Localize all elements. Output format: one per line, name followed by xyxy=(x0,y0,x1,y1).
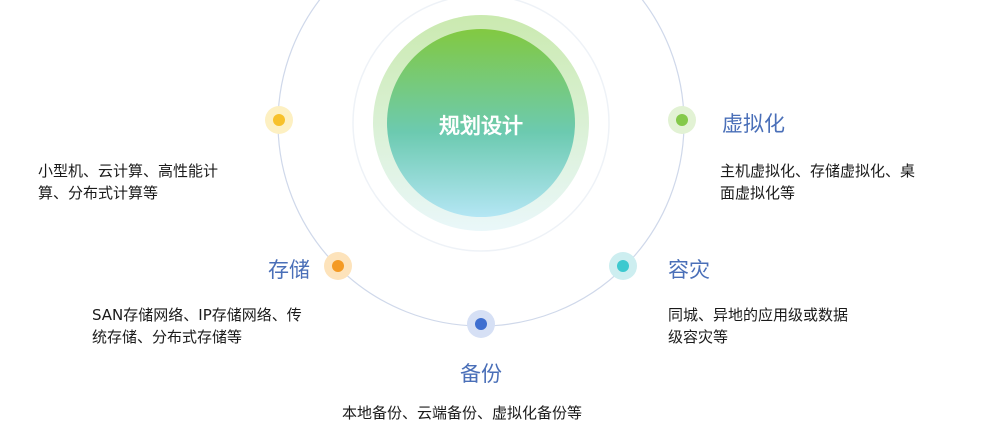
desc-line: 算、分布式计算等 xyxy=(38,184,159,202)
desc-line: 面虚拟化等 xyxy=(720,184,796,202)
node-desc-backup: 本地备份、云端备份、虚拟化备份等 xyxy=(342,402,642,424)
node-title-virtualization: 虚拟化 xyxy=(722,112,785,136)
node-title-backup: 备份 xyxy=(460,362,502,386)
node-dot-virtualization xyxy=(676,114,688,126)
desc-line: 小型机、云计算、高性能计 xyxy=(38,162,219,180)
node-marker-backup xyxy=(467,310,495,338)
desc-line: 同城、异地的应用级或数据 xyxy=(668,306,849,324)
node-marker-storage xyxy=(324,252,352,280)
node-desc-disaster: 同城、异地的应用级或数据 级容灾等 xyxy=(668,304,928,348)
node-marker-disaster xyxy=(609,252,637,280)
node-dot-backup xyxy=(475,318,487,330)
desc-line: 统存储、分布式存储等 xyxy=(92,328,243,346)
desc-line: 级容灾等 xyxy=(668,328,729,346)
node-desc-storage: SAN存储网络、IP存储网络、传 统存储、分布式存储等 xyxy=(92,304,352,348)
center-circle xyxy=(387,29,575,217)
node-desc-compute: 小型机、云计算、高性能计 算、分布式计算等 xyxy=(38,160,278,204)
center-title: 规划设计 xyxy=(439,114,523,138)
node-dot-storage xyxy=(332,260,344,272)
node-marker-virtualization xyxy=(668,106,696,134)
node-desc-virtualization: 主机虚拟化、存储虚拟化、桌 面虚拟化等 xyxy=(720,160,980,204)
node-title-storage: 存储 xyxy=(268,258,310,282)
node-title-disaster: 容灾 xyxy=(668,258,710,282)
desc-line: 主机虚拟化、存储虚拟化、桌 xyxy=(720,162,916,180)
node-dot-disaster xyxy=(617,260,629,272)
node-marker-compute xyxy=(265,106,293,134)
desc-line: 本地备份、云端备份、虚拟化备份等 xyxy=(342,404,583,422)
node-dot-compute xyxy=(273,114,285,126)
desc-line: SAN存储网络、IP存储网络、传 xyxy=(92,306,302,324)
center-halo-outer xyxy=(352,0,610,252)
